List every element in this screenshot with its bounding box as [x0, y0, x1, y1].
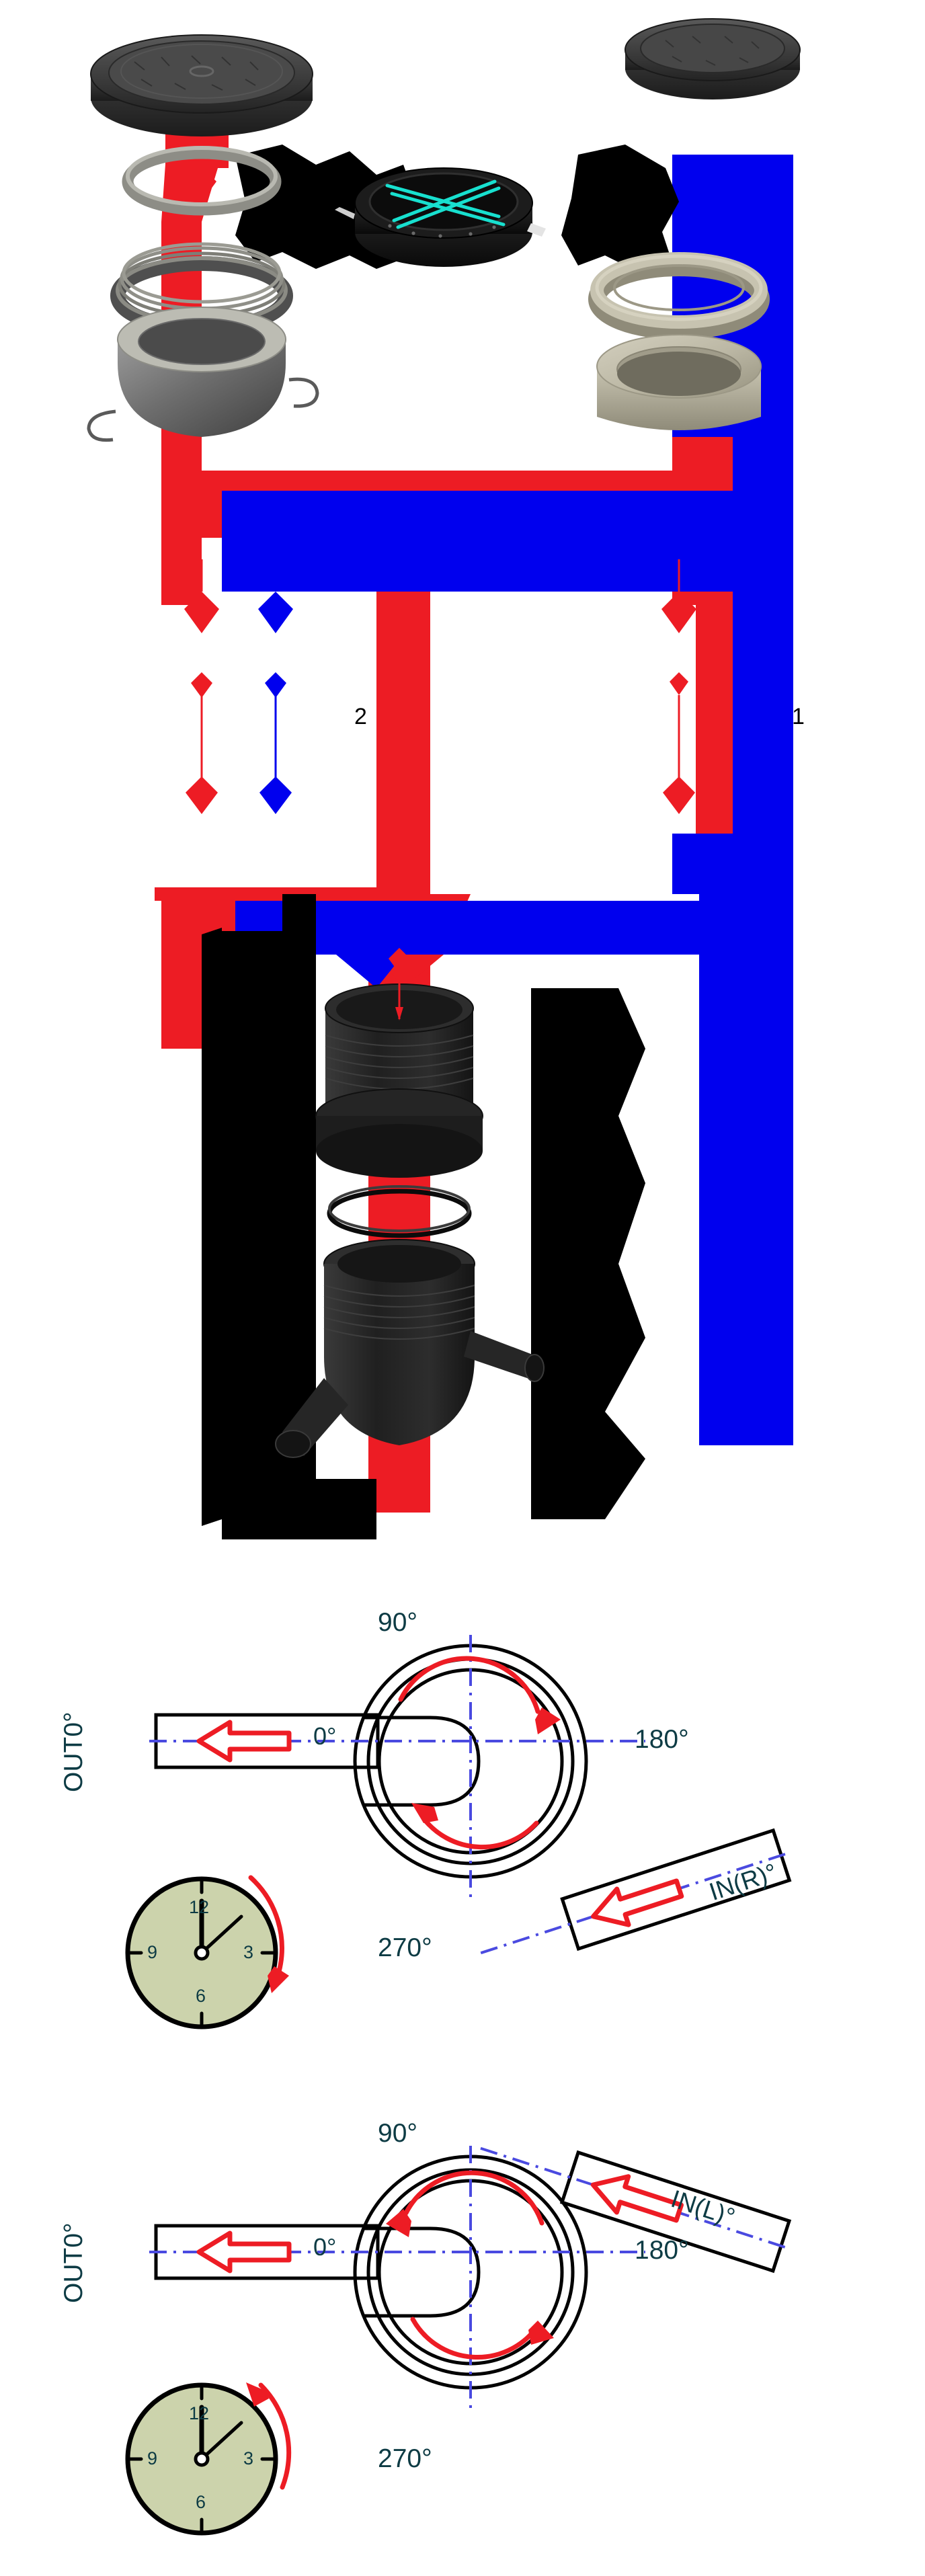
label-0-degrees-2: 0°: [313, 2233, 337, 2261]
clock-rotation-arrowhead-2: [246, 2382, 269, 2407]
inner-channel-1: [363, 1716, 481, 1807]
clock-1-numeral-6: 6: [196, 1986, 206, 2006]
manhole-cover-left: [90, 34, 313, 136]
chamber-base: [275, 1239, 545, 1458]
label-out-2: OUT0°: [59, 2222, 88, 2303]
clock-2-numeral-9: 9: [147, 2448, 158, 2468]
outlet-arrow-2: [196, 2230, 292, 2273]
flow-markers: [184, 167, 772, 1020]
clock-1: [125, 1875, 289, 2029]
cone-section-concrete: [596, 334, 762, 430]
clock-1-numeral-9: 9: [147, 1942, 158, 1962]
clock-hour-hand-1: [200, 1915, 243, 1955]
adapter-ring-concrete: [588, 252, 770, 339]
filter-basket: [335, 167, 546, 267]
rotation-arrowheads-2: [386, 2209, 554, 2345]
label-90-degrees-2: 90°: [378, 2119, 417, 2148]
rotation-arcs-1: [398, 1656, 540, 1850]
clock-2-numeral-3: 3: [243, 2448, 254, 2468]
sealing-ring-top: [122, 146, 282, 216]
manhole-cover-right: [625, 18, 801, 99]
label-180-degrees-1: 180°: [635, 1725, 689, 1754]
clock-1-numeral-12: 12: [189, 1897, 210, 1917]
clock-2: [125, 2382, 292, 2536]
callout-label-2: 2: [354, 704, 367, 729]
callout-label-1: 1: [792, 704, 805, 729]
seal-ring: [327, 1185, 472, 1238]
clock-2-numeral-6: 6: [196, 2492, 206, 2512]
clock-rotation-arrowhead-1: [268, 1966, 289, 1993]
clock-hour-hand-2: [200, 2421, 243, 2461]
label-270-degrees-2: 270°: [378, 2444, 432, 2473]
label-0-degrees-1: 0°: [313, 1722, 337, 1750]
clock-1-numeral-3: 3: [243, 1942, 254, 1962]
clock-rotation-arc-2: [258, 2382, 292, 2490]
label-180-degrees-2: 180°: [635, 2236, 689, 2265]
inlet-arrow-1: [591, 1878, 684, 1927]
clock-2-numeral-12: 12: [189, 2403, 210, 2423]
label-90-degrees-1: 90°: [378, 1608, 417, 1637]
cone-section-grey: [87, 307, 319, 442]
outlet-arrow-1: [196, 1720, 292, 1763]
rotation-arcs-2: [403, 2170, 545, 2360]
rotation-arrowheads-1: [411, 1707, 561, 1823]
clock-rotation-arc-1: [248, 1875, 284, 1974]
inlet-arrow-2: [590, 2174, 684, 2223]
inner-channel-2: [363, 2226, 481, 2318]
label-270-degrees-1: 270°: [378, 1933, 432, 1962]
